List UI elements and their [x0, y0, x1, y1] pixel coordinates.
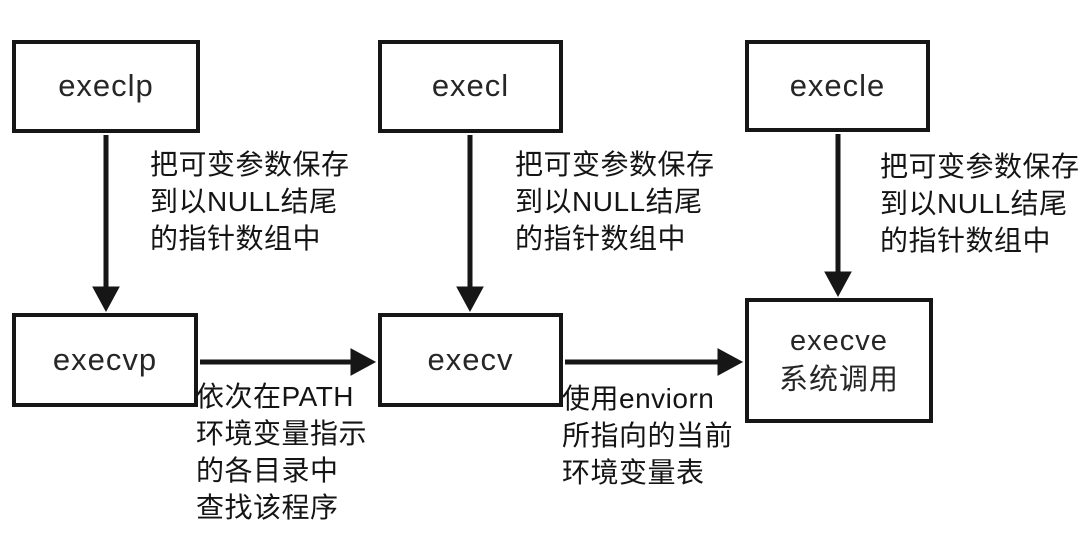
arrow-execl-to-execv — [456, 135, 484, 313]
note-environ-use: 使用enviorn 所指向的当前 环境变量表 — [562, 383, 734, 488]
node-execle: execle — [745, 40, 930, 132]
node-execvp: execvp — [12, 313, 198, 407]
node-execl: execl — [378, 40, 563, 133]
node-execvp-label: execvp — [52, 341, 158, 377]
node-execle-label: execle — [789, 67, 886, 103]
node-execv: execv — [378, 313, 563, 407]
note-save-args-execle: 把可变参数保存 到以NULL结尾 的指针数组中 — [880, 151, 1080, 256]
arrow-execvp-to-execv — [200, 348, 377, 376]
note-path-search: 依次在PATH 环境变量指示 的各目录中 查找该程序 — [196, 381, 368, 523]
node-execl-label: execl — [431, 68, 510, 104]
note-save-args-execlp: 把可变参数保存 到以NULL结尾 的指针数组中 — [150, 149, 350, 254]
node-execv-label: execv — [427, 341, 514, 377]
arrow-execlp-to-execvp — [92, 135, 120, 313]
note-save-args-execl: 把可变参数保存 到以NULL结尾 的指针数组中 — [515, 149, 715, 254]
node-execve: execve 系统调用 — [745, 298, 933, 423]
node-execlp-label: execlp — [58, 68, 154, 104]
node-execve-label: execve 系统调用 — [778, 325, 899, 396]
arrow-execv-to-execve — [565, 348, 744, 376]
node-execlp: execlp — [12, 40, 200, 133]
arrow-execle-to-execve — [824, 134, 852, 298]
